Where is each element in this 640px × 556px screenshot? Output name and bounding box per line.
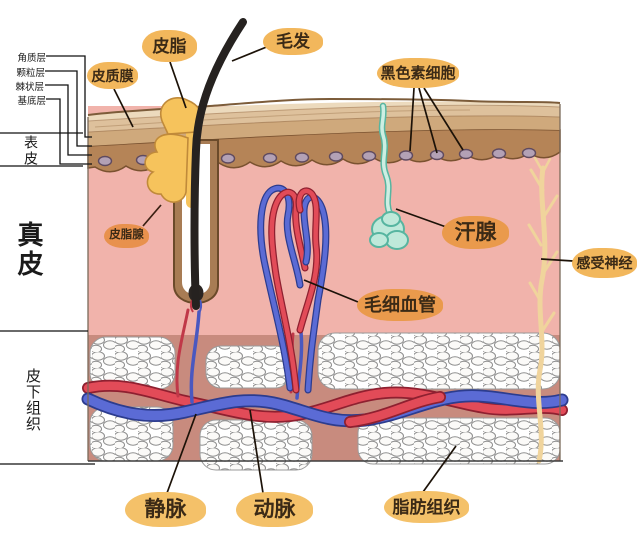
subcutaneous-vessels <box>81 379 569 428</box>
callout-vein-label: 静脉 <box>144 498 187 521</box>
callout-hair: 毛发 <box>263 28 323 55</box>
callout-leader-lines <box>113 45 574 494</box>
sensory-nerve-shape <box>527 156 559 464</box>
callout-sebum-label: 皮脂 <box>152 36 187 56</box>
layer-connector-lines <box>0 55 95 465</box>
spinous-layer-text: 棘状层 <box>15 82 44 93</box>
subcutis-text: 皮下组织 <box>24 368 41 432</box>
skin-block-border <box>87 104 563 462</box>
fat-cell-clusters <box>89 332 561 471</box>
artery <box>83 381 567 422</box>
spinous-layer-band <box>88 115 560 146</box>
label-epidermis: 表皮 <box>21 135 41 167</box>
granular-layer-text: 颗粒层 <box>16 68 45 79</box>
callout-capillary-label: 毛细血管 <box>364 295 436 315</box>
callout-artery: 动脉 <box>236 492 313 527</box>
callout-adipose-label: 脂肪组织 <box>392 497 461 517</box>
callout-sensory-nerve-label: 感受神经 <box>576 255 633 271</box>
dermis-text: 真皮 <box>14 221 44 279</box>
callout-adipose: 脂肪组织 <box>384 491 469 523</box>
sweat-gland-shape <box>369 102 409 250</box>
callout-cuticle-label: 皮质膜 <box>91 67 134 84</box>
stratum-corneum-text: 角质层 <box>17 53 46 64</box>
callout-sensory-nerve: 感受神经 <box>572 248 637 278</box>
callout-artery-label: 动脉 <box>253 498 296 521</box>
callout-sweat-gland-label: 汗腺 <box>454 221 497 244</box>
label-subcutis: 皮下组织 <box>22 368 43 432</box>
callout-hair-label: 毛发 <box>276 32 310 51</box>
hair-shaft <box>190 18 247 310</box>
callout-melanocyte-label: 黑色素细胞 <box>380 64 456 82</box>
callout-sebaceous-gland: 皮脂腺 <box>104 224 149 248</box>
capillary-loops <box>257 184 330 394</box>
callout-cuticle-membrane: 皮质膜 <box>87 62 138 89</box>
melanocyte-cells <box>97 147 537 167</box>
callout-melanocyte: 黑色素细胞 <box>377 58 459 88</box>
basal-layer-text: 基底层 <box>17 96 46 107</box>
label-spinous-layer: 棘状层 <box>12 79 44 93</box>
vein <box>83 391 567 426</box>
label-basal-layer: 基底层 <box>14 93 46 107</box>
callout-vein: 静脉 <box>125 492 206 527</box>
callout-sebum: 皮脂 <box>142 30 197 62</box>
callout-sweat-gland: 汗腺 <box>442 216 509 249</box>
label-granular-layer: 颗粒层 <box>13 65 45 79</box>
label-stratum-corneum: 角质层 <box>14 50 46 64</box>
callout-sebaceous-label: 皮脂腺 <box>109 229 144 242</box>
label-dermis: 真皮 <box>11 221 48 279</box>
epidermis-text: 表皮 <box>23 135 39 167</box>
callout-capillary: 毛细血管 <box>357 289 443 321</box>
